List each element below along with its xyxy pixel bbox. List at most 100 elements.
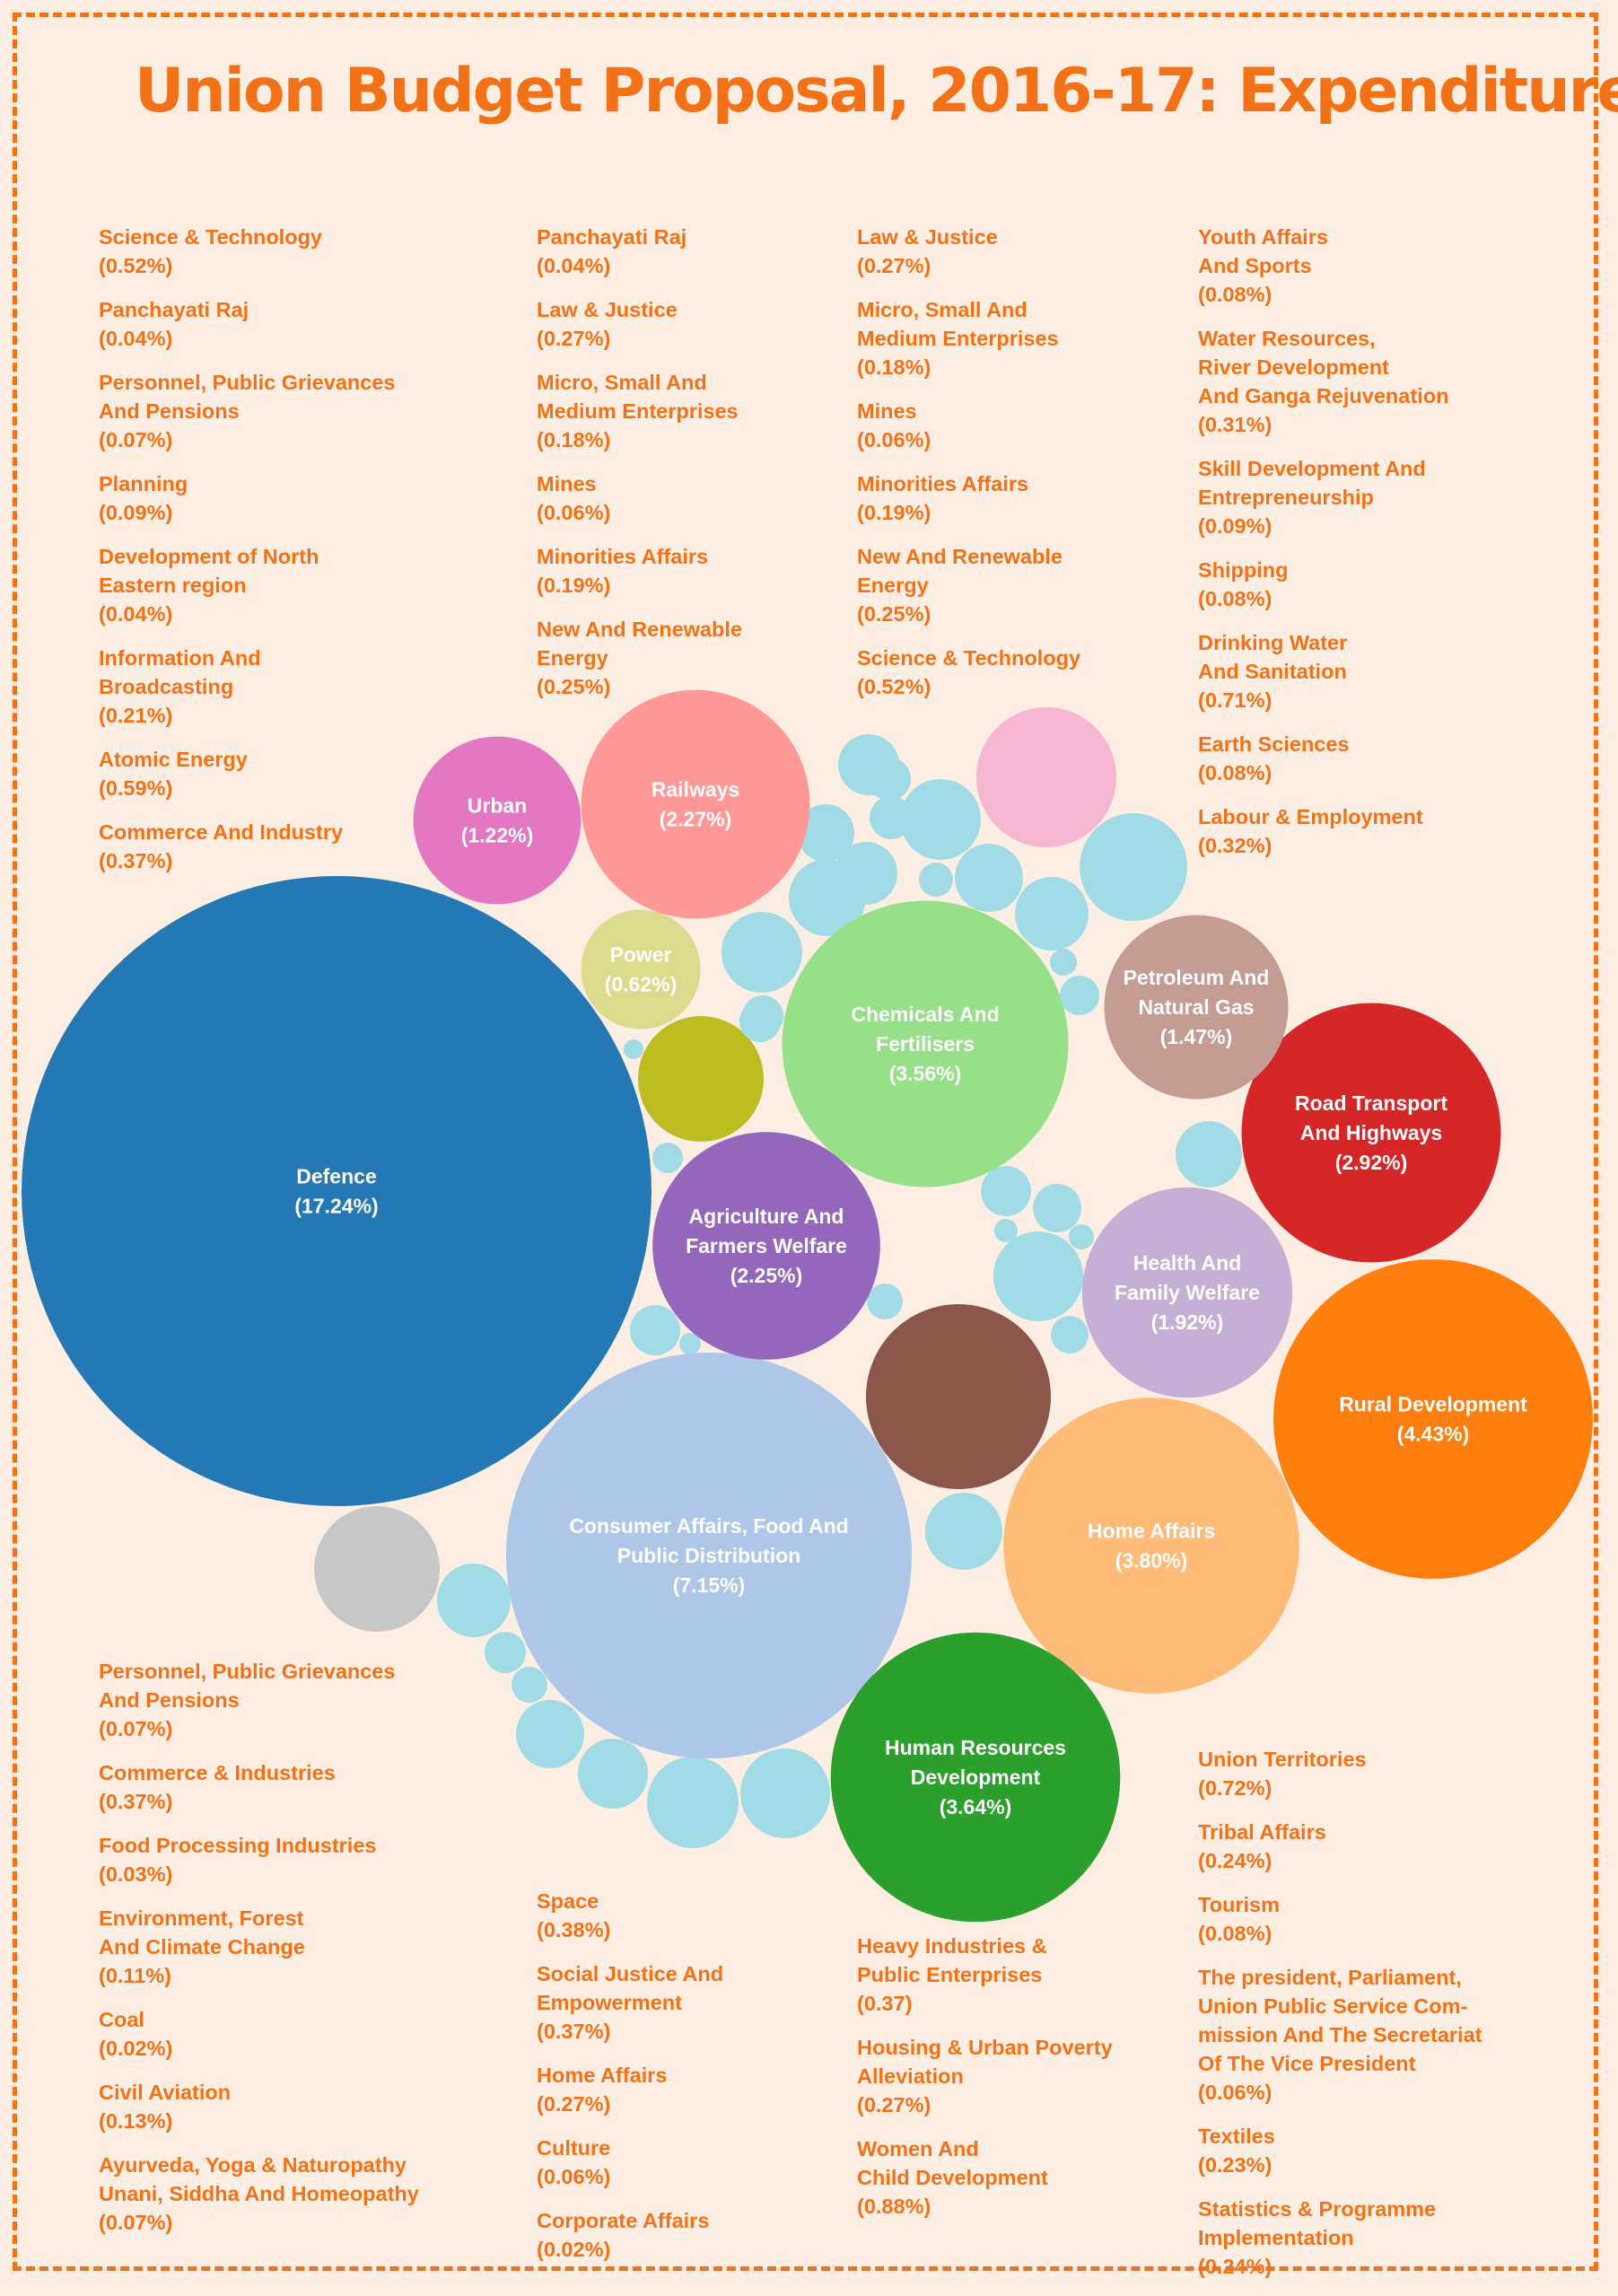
unlabeled-bubble: [1176, 1121, 1242, 1187]
label-item-value: (0.18%): [857, 355, 931, 379]
label-column-bottom-3: Heavy Industries & Public Enterprises(0.…: [857, 1932, 1180, 2236]
label-item: Water Resources, River Development And G…: [1198, 324, 1521, 439]
label-item-value: (0.27%): [537, 2092, 611, 2116]
unlabeled-bubble: [740, 1748, 830, 1838]
unlabeled-bubble: [314, 1506, 440, 1632]
label-item-value: (0.37%): [99, 849, 173, 872]
bubble-value: (17.24%): [294, 1195, 378, 1218]
label-item-name: Law & Justice: [537, 298, 678, 321]
bubble-value: (1.47%): [1160, 1025, 1233, 1048]
label-item: Personnel, Public Grievances And Pension…: [99, 1657, 422, 1743]
label-item: Tourism(0.08%): [1198, 1890, 1521, 1948]
label-item: Union Territories(0.72%): [1198, 1745, 1521, 1802]
label-item: New And Renewable Energy(0.25%): [857, 542, 1180, 628]
label-item: Culture(0.06%): [537, 2134, 860, 2191]
label-item: Information And Broadcasting (0.21%): [99, 644, 422, 730]
label-item-value: (0.27%): [857, 2093, 931, 2116]
label-item: Science & Technology(0.52%): [99, 223, 422, 280]
unlabeled-bubble: [919, 863, 953, 897]
label-item-value: (0.08%): [1198, 283, 1273, 306]
unlabeled-bubble: [866, 1304, 1051, 1489]
label-item-value: (0.27%): [857, 254, 931, 277]
bubble: [581, 689, 810, 919]
label-item-value: (0.37%): [99, 1790, 173, 1813]
unlabeled-bubble: [867, 1284, 903, 1319]
bubble-name: Urban: [468, 794, 527, 818]
label-item-value: (0.38%): [537, 1918, 611, 1941]
label-item-name: Personnel, Public Grievances And Pension…: [99, 371, 396, 423]
label-item-value: (0.19%): [857, 501, 931, 524]
label-item: Youth Affairs And Sports (0.08%): [1198, 223, 1521, 309]
label-item: Housing & Urban Poverty Alleviation(0.27…: [857, 2033, 1180, 2119]
label-item-value: (0.08%): [1198, 587, 1273, 610]
bubble-name: Family Welfare: [1115, 1281, 1260, 1304]
label-item: Micro, Small And Medium Enterprises (0.18…: [857, 295, 1180, 381]
label-item: Food Processing Industries(0.03%): [99, 1831, 422, 1889]
label-item-name: Micro, Small And Medium Enterprises: [857, 298, 1059, 350]
label-item-name: Personnel, Public Grievances And Pension…: [99, 1660, 396, 1712]
label-item-name: Youth Affairs And Sports: [1198, 225, 1328, 277]
bubble-value: (4.43%): [1397, 1423, 1470, 1446]
label-item-name: Panchayati Raj: [537, 225, 687, 249]
label-item-name: Environment, Forest And Climate Change: [99, 1906, 305, 1959]
bubble: [22, 876, 652, 1506]
bubble-value: (2.25%): [730, 1264, 803, 1287]
label-item-name: Culture: [537, 2136, 611, 2160]
label-item-name: The president, Parliament, Union Public …: [1198, 1966, 1482, 2075]
bubble-value: (2.27%): [660, 808, 732, 831]
label-item: Space(0.38%): [537, 1887, 860, 1944]
label-item: Development of North Eastern region(0.04…: [99, 542, 422, 628]
label-item-name: Information And Broadcasting: [99, 646, 261, 698]
label-item-value: (0.21%): [99, 704, 173, 727]
bubble-value: (7.15%): [673, 1573, 746, 1597]
label-item-name: Drinking Water And Sanitation: [1198, 631, 1348, 683]
bubble-value: (3.56%): [889, 1062, 962, 1085]
bubble: [413, 736, 582, 905]
unlabeled-bubble: [994, 1219, 1018, 1242]
bubble: [652, 1132, 880, 1360]
label-item-value: (0.09%): [1198, 514, 1273, 538]
bubble-name: Agriculture And: [689, 1205, 844, 1228]
label-item-value: (0.04%): [537, 254, 611, 277]
label-item-name: Mines: [537, 472, 597, 495]
unlabeled-bubble: [1050, 949, 1077, 976]
unlabeled-bubble: [739, 1001, 781, 1042]
label-item-name: Union Territories: [1198, 1748, 1367, 1771]
label-item-value: (0.04%): [99, 602, 173, 626]
label-item-value: (0.06%): [1198, 2081, 1273, 2104]
label-item-name: Social Justice And Empowerment: [537, 1962, 724, 2014]
bubble-value: (1.92%): [1151, 1310, 1224, 1334]
label-item-value: (0.37): [857, 1992, 913, 2015]
label-item: Social Justice And Empowerment(0.37%): [537, 1959, 860, 2046]
label-item: Planning(0.09%): [99, 469, 422, 527]
unlabeled-bubble: [578, 1739, 648, 1809]
unlabeled-bubble: [722, 912, 802, 993]
unlabeled-bubble: [868, 758, 911, 801]
label-item-name: Micro, Small And Medium Enterprises: [537, 371, 739, 423]
label-item: Labour & Employment(0.32%): [1198, 802, 1521, 860]
label-item: Environment, Forest And Climate Change(0…: [99, 1904, 422, 1990]
unlabeled-bubble: [900, 779, 981, 860]
bubble-name: Human Resources: [885, 1736, 1066, 1759]
bubble-name: And Highways: [1300, 1121, 1442, 1144]
label-item: Ayurveda, Yoga & Naturopathy Unani, Sidd…: [99, 2151, 422, 2237]
bubble-name: Health And: [1133, 1251, 1242, 1275]
label-column-bottom-4: Union Territories(0.72%)Tribal Affairs(0…: [1198, 1745, 1521, 2296]
label-item: New And Renewable Energy(0.25%): [537, 615, 860, 701]
label-item-value: (0.07%): [99, 428, 173, 451]
dashed-border: [13, 13, 1598, 2271]
label-item-name: Mines: [857, 399, 917, 423]
label-item-value: (0.02%): [537, 2238, 611, 2261]
label-item-name: New And Renewable Energy: [537, 618, 742, 670]
label-item-value: (0.31%): [1198, 413, 1273, 436]
label-item: Corporate Affairs(0.02%): [537, 2206, 860, 2264]
label-column-top-3: Law & Justice(0.27%)Micro, Small And Med…: [857, 223, 1180, 716]
label-item: Women And Child Development(0.88%): [857, 2134, 1180, 2221]
bubble-name: Public Distribution: [617, 1544, 800, 1567]
label-item: The president, Parliament, Union Public …: [1198, 1963, 1521, 2107]
label-item-value: (0.27%): [537, 327, 611, 350]
label-item: Heavy Industries & Public Enterprises(0.…: [857, 1932, 1180, 2018]
